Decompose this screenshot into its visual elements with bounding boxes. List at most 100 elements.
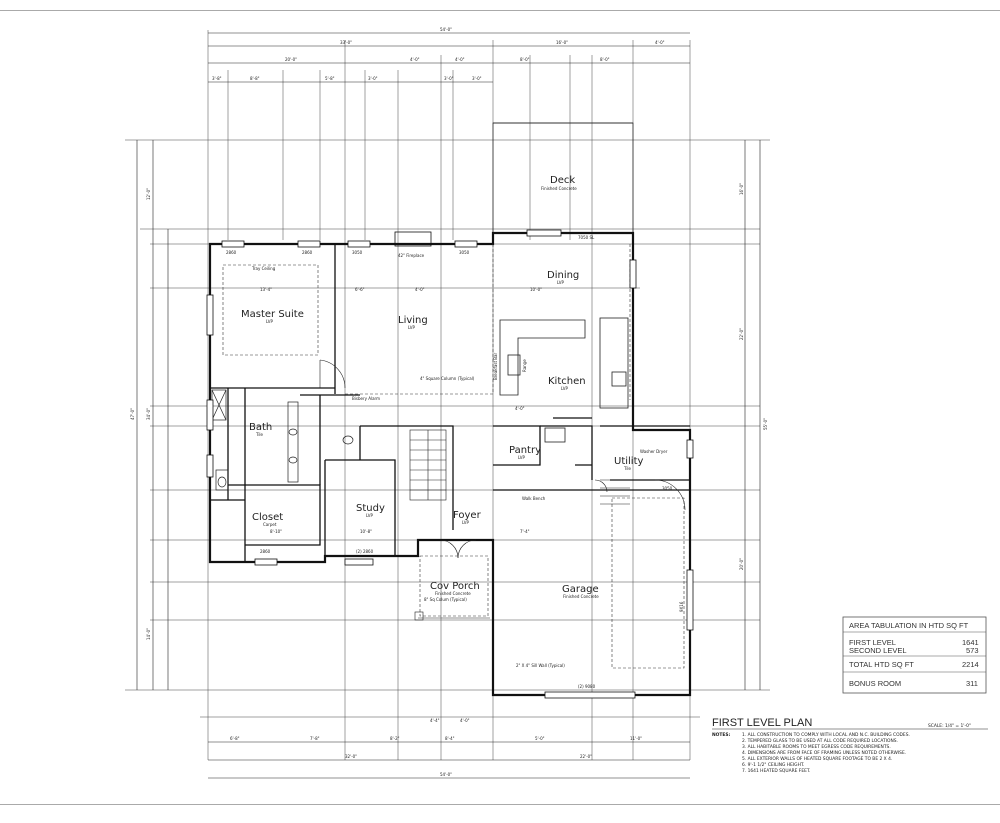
range-label: Range bbox=[522, 359, 527, 372]
dim-top-l2-mid: 16'-0" bbox=[556, 40, 568, 45]
dim-study-w: 10'-8" bbox=[360, 529, 372, 534]
room-garage-sub: Finished Concrete bbox=[563, 594, 599, 599]
dim-top-l4-e: 3'-0" bbox=[444, 76, 454, 81]
left-dimensions: 47'-0" 12'-0" 34'-0" 14'-0" bbox=[130, 140, 169, 690]
dim-right-a: 16'-0" bbox=[739, 183, 744, 195]
room-utility-name: Utility bbox=[614, 456, 643, 467]
area-row-label-2: SECOND LEVEL bbox=[849, 646, 907, 655]
dim-top-l4-c: 5'-8" bbox=[325, 76, 335, 81]
dim-bottom-e: 5'-0" bbox=[535, 736, 545, 741]
porch-column-label: 8" Sq Colum (Typical) bbox=[424, 597, 467, 602]
window-label-g1: (2) 9080 bbox=[578, 684, 596, 689]
room-dining-sub: LVP bbox=[557, 280, 565, 285]
room-kitchen-name: Kitchen bbox=[548, 376, 586, 387]
plan-annotations: Tray Ceiling Breakfast Bar Range 4" Squa… bbox=[251, 266, 684, 668]
dim-top-l4-d: 3'-0" bbox=[368, 76, 378, 81]
room-foyer-name: Foyer bbox=[453, 510, 482, 521]
fireplace-label: 42" Fireplace bbox=[398, 253, 425, 258]
area-table-title: AREA TABULATION IN HTD SQ FT bbox=[849, 621, 969, 630]
note-6: 6. 9'-1 1/2" CEILING HEIGHT. bbox=[742, 762, 804, 768]
area-row-value-4: 311 bbox=[966, 679, 978, 688]
breakfast-bar-label: Breakfast Bar bbox=[493, 352, 498, 380]
area-row-value-2: 573 bbox=[966, 646, 979, 655]
dim-porch-a: 4'-4" bbox=[430, 718, 440, 723]
dim-top-l2-right: 4'-0" bbox=[655, 40, 665, 45]
dim-dining-w: 10'-0" bbox=[530, 287, 542, 292]
room-dining-name: Dining bbox=[547, 270, 579, 281]
dim-living-a: 6'-6" bbox=[355, 287, 365, 292]
dim-top-l3-c: 4'-0" bbox=[455, 57, 465, 62]
garage-side-label: 9X16 bbox=[679, 601, 684, 612]
kitchen-counters bbox=[499, 317, 629, 443]
doors bbox=[319, 359, 686, 621]
room-closet-sub: Carpet bbox=[263, 522, 277, 527]
room-bath-name: Bath bbox=[249, 422, 272, 433]
dim-top-l3-b: 4'-0" bbox=[410, 57, 420, 62]
note-4: 4. DIMENSIONS ARE FROM FACE OF FRAMING U… bbox=[742, 750, 906, 756]
washer-dryer-label: Washer Dryer bbox=[640, 449, 668, 454]
dim-foyer-w: 7'-4" bbox=[520, 529, 530, 534]
sill-wall-label: 2" X 4" Sill Wall (Typical) bbox=[516, 663, 565, 668]
room-deck-name: Deck bbox=[550, 175, 575, 186]
dim-bottom-f: 11'-0" bbox=[630, 736, 642, 741]
room-porch-name: Cov Porch bbox=[430, 581, 480, 592]
note-5: 5. ALL EXTERIOR WALLS OF HEATED SQUARE F… bbox=[742, 756, 892, 762]
room-master-sub: LVP bbox=[266, 319, 274, 324]
area-row-label-4: BONUS ROOM bbox=[849, 679, 901, 688]
dim-porch-b: 4'-0" bbox=[460, 718, 470, 723]
window-label-l2: 3050 bbox=[459, 250, 470, 255]
note-2: 2. TEMPERED GLASS TO BE USED AT ALL CODE… bbox=[742, 738, 898, 744]
room-living-name: Living bbox=[398, 315, 428, 326]
window-label-d1: 7050 SL bbox=[578, 235, 595, 240]
dim-right-total: 55'-0" bbox=[763, 418, 768, 430]
area-row-value-3: 2214 bbox=[962, 660, 979, 669]
dashed-features bbox=[222, 244, 685, 669]
dim-top-l3-e: 8'-0" bbox=[600, 57, 610, 62]
square-column-label: 4" Square Column (Typical) bbox=[420, 376, 475, 381]
room-closet-name: Closet bbox=[252, 512, 283, 523]
stairs bbox=[409, 429, 630, 505]
bath-fixtures bbox=[211, 389, 354, 491]
area-row-value-1: 1641 bbox=[962, 638, 979, 647]
room-foyer-sub: LVP bbox=[462, 520, 470, 525]
notes-label: NOTES: bbox=[712, 732, 731, 738]
room-study-sub: LVP bbox=[366, 513, 374, 518]
window-label-l1: 3050 bbox=[352, 250, 363, 255]
dim-closet-w: 8'-10" bbox=[270, 529, 282, 534]
walk-bench-label: Walk Bench bbox=[522, 496, 546, 501]
bottom-dimensions: 6'-8" 7'-8" 8'-2" 8'-4" 5'-0" 11'-0" 32'… bbox=[208, 718, 690, 779]
room-master-name: Master Suite bbox=[241, 309, 304, 320]
right-dimensions: 55'-0" 16'-0" 22'-0" 20'-0" bbox=[739, 140, 768, 690]
room-kitchen-sub: LVP bbox=[561, 386, 569, 391]
area-row-label-3: TOTAL HTD SQ FT bbox=[849, 660, 914, 669]
grid-lines bbox=[125, 30, 770, 760]
window-labels: 2860 2860 3050 3050 7050 SL (2) 2860 286… bbox=[226, 235, 673, 689]
room-garage-name: Garage bbox=[562, 584, 599, 595]
window-label-u1: 3050 bbox=[662, 486, 673, 491]
dim-living-b: 4'-0" bbox=[415, 287, 425, 292]
room-living-sub: LVP bbox=[408, 325, 416, 330]
dim-master-w: 13'-4" bbox=[260, 287, 272, 292]
tray-ceiling-label: Tray Ceiling bbox=[251, 266, 276, 271]
room-study-name: Study bbox=[356, 503, 385, 514]
dim-left-total: 47'-0" bbox=[130, 408, 135, 420]
dim-bottom-total: 54'-0" bbox=[440, 772, 452, 777]
dim-top-l3-a: 20'-0" bbox=[285, 57, 297, 62]
plan-title: FIRST LEVEL PLAN bbox=[712, 717, 812, 729]
room-labels: Deck Finished Concrete Dining LVP Master… bbox=[241, 175, 643, 599]
area-tabulation-table: AREA TABULATION IN HTD SQ FT FIRST LEVEL… bbox=[842, 616, 987, 694]
dim-bottom-a: 6'-8" bbox=[230, 736, 240, 741]
area-row-label-1: FIRST LEVEL bbox=[849, 638, 896, 647]
room-pantry-name: Pantry bbox=[509, 445, 541, 456]
room-porch-sub: Finished Concrete bbox=[435, 591, 471, 596]
dim-kitchen-w: 4'-0" bbox=[515, 406, 525, 411]
dim-bottom-l2-left: 32'-0" bbox=[345, 754, 357, 759]
sheet-border-top bbox=[0, 10, 1000, 11]
plan-scale: SCALE: 1/4" = 1'-0" bbox=[928, 723, 971, 729]
window-label-s1: (2) 2860 bbox=[356, 549, 374, 554]
note-1: 1. ALL CONSTRUCTION TO COMPLY WITH LOCAL… bbox=[742, 732, 910, 738]
window-label-m1: 2860 bbox=[226, 250, 237, 255]
dim-left-a: 12'-0" bbox=[146, 188, 151, 200]
